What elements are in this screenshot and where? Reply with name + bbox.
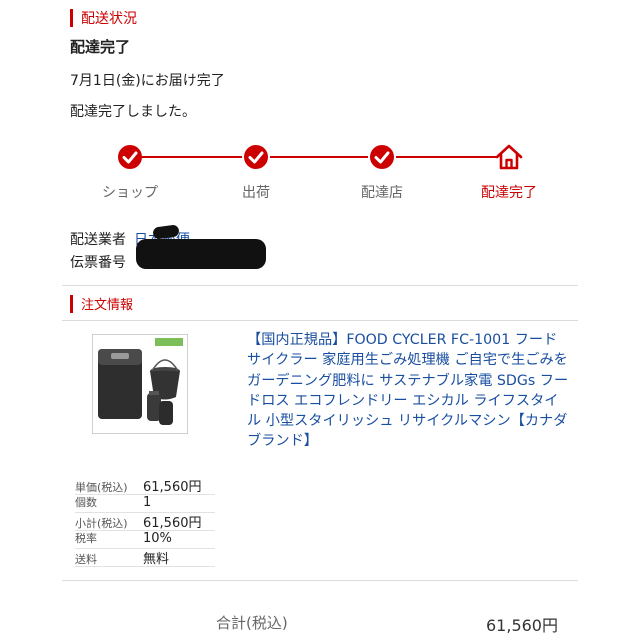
delivery-status-header: 配送状況 — [70, 8, 137, 28]
delivery-progress-tracker: ショップ 出荷 配達店 配達完了 — [70, 140, 570, 210]
section-divider — [62, 285, 578, 286]
row-divider — [75, 548, 215, 549]
section-accent-bar — [70, 294, 73, 313]
quantity-value: 1 — [143, 495, 152, 510]
shipping-fee-row: 送料 無料 — [75, 548, 169, 567]
redaction-mark — [136, 239, 266, 269]
progress-line — [270, 156, 368, 158]
total-label: 合計(税込) — [216, 614, 288, 632]
carrier-label: 配送業者 — [70, 232, 126, 248]
check-circle-icon — [244, 145, 268, 169]
step-label-delivered: 配達完了 — [481, 185, 537, 201]
subtotal-label: 小計(税込) — [75, 517, 128, 530]
subtotal-value: 61,560円 — [143, 516, 202, 531]
quantity-label: 個数 — [75, 496, 97, 509]
delivery-date: 7月1日(金)にお届け完了 — [70, 73, 225, 89]
tax-rate-row: 税率 10% — [75, 530, 172, 546]
unit-price-label: 単価(税込) — [75, 481, 128, 494]
product-title-link[interactable]: 【国内正規品】FOOD CYCLER FC-1001 フードサイクラー 家庭用生… — [247, 332, 569, 450]
total-value: 61,560円 — [486, 616, 558, 635]
row-divider — [75, 566, 215, 567]
shipping-fee-value: 無料 — [143, 552, 170, 567]
section-divider — [62, 320, 578, 321]
progress-line — [396, 156, 496, 158]
tax-rate-value: 10% — [143, 531, 172, 546]
food-cycler-product-image — [93, 335, 187, 433]
product-image[interactable] — [92, 334, 188, 434]
quantity-row: 個数 1 — [75, 494, 151, 510]
tax-rate-label: 税率 — [75, 532, 97, 545]
delivery-message: 配達完了しました。 — [70, 104, 196, 120]
subtotal-row: 小計(税込) 61,560円 — [75, 512, 202, 531]
row-divider — [75, 512, 215, 513]
order-info-header: 注文情報 — [70, 294, 133, 313]
progress-line — [130, 156, 242, 158]
row-divider — [75, 494, 215, 495]
unit-price-value: 61,560円 — [143, 480, 202, 495]
step-label-delivery-office: 配達店 — [361, 185, 403, 201]
section-accent-bar — [70, 9, 73, 27]
step-label-shipped: 出荷 — [242, 185, 270, 201]
tracking-row: 伝票番号 — [70, 252, 134, 272]
delivery-status: 配達完了 — [70, 38, 131, 56]
row-divider — [75, 530, 215, 531]
check-circle-icon — [118, 145, 142, 169]
check-circle-icon — [370, 145, 394, 169]
home-icon — [495, 144, 523, 170]
delivery-status-title: 配送状況 — [81, 11, 137, 27]
step-label-shop: ショップ — [102, 185, 158, 201]
section-divider — [62, 580, 578, 581]
tracking-number-label: 伝票番号 — [70, 255, 126, 271]
unit-price-row: 単価(税込) 61,560円 — [75, 476, 202, 495]
shipping-fee-label: 送料 — [75, 553, 97, 566]
order-info-title: 注文情報 — [81, 298, 134, 313]
